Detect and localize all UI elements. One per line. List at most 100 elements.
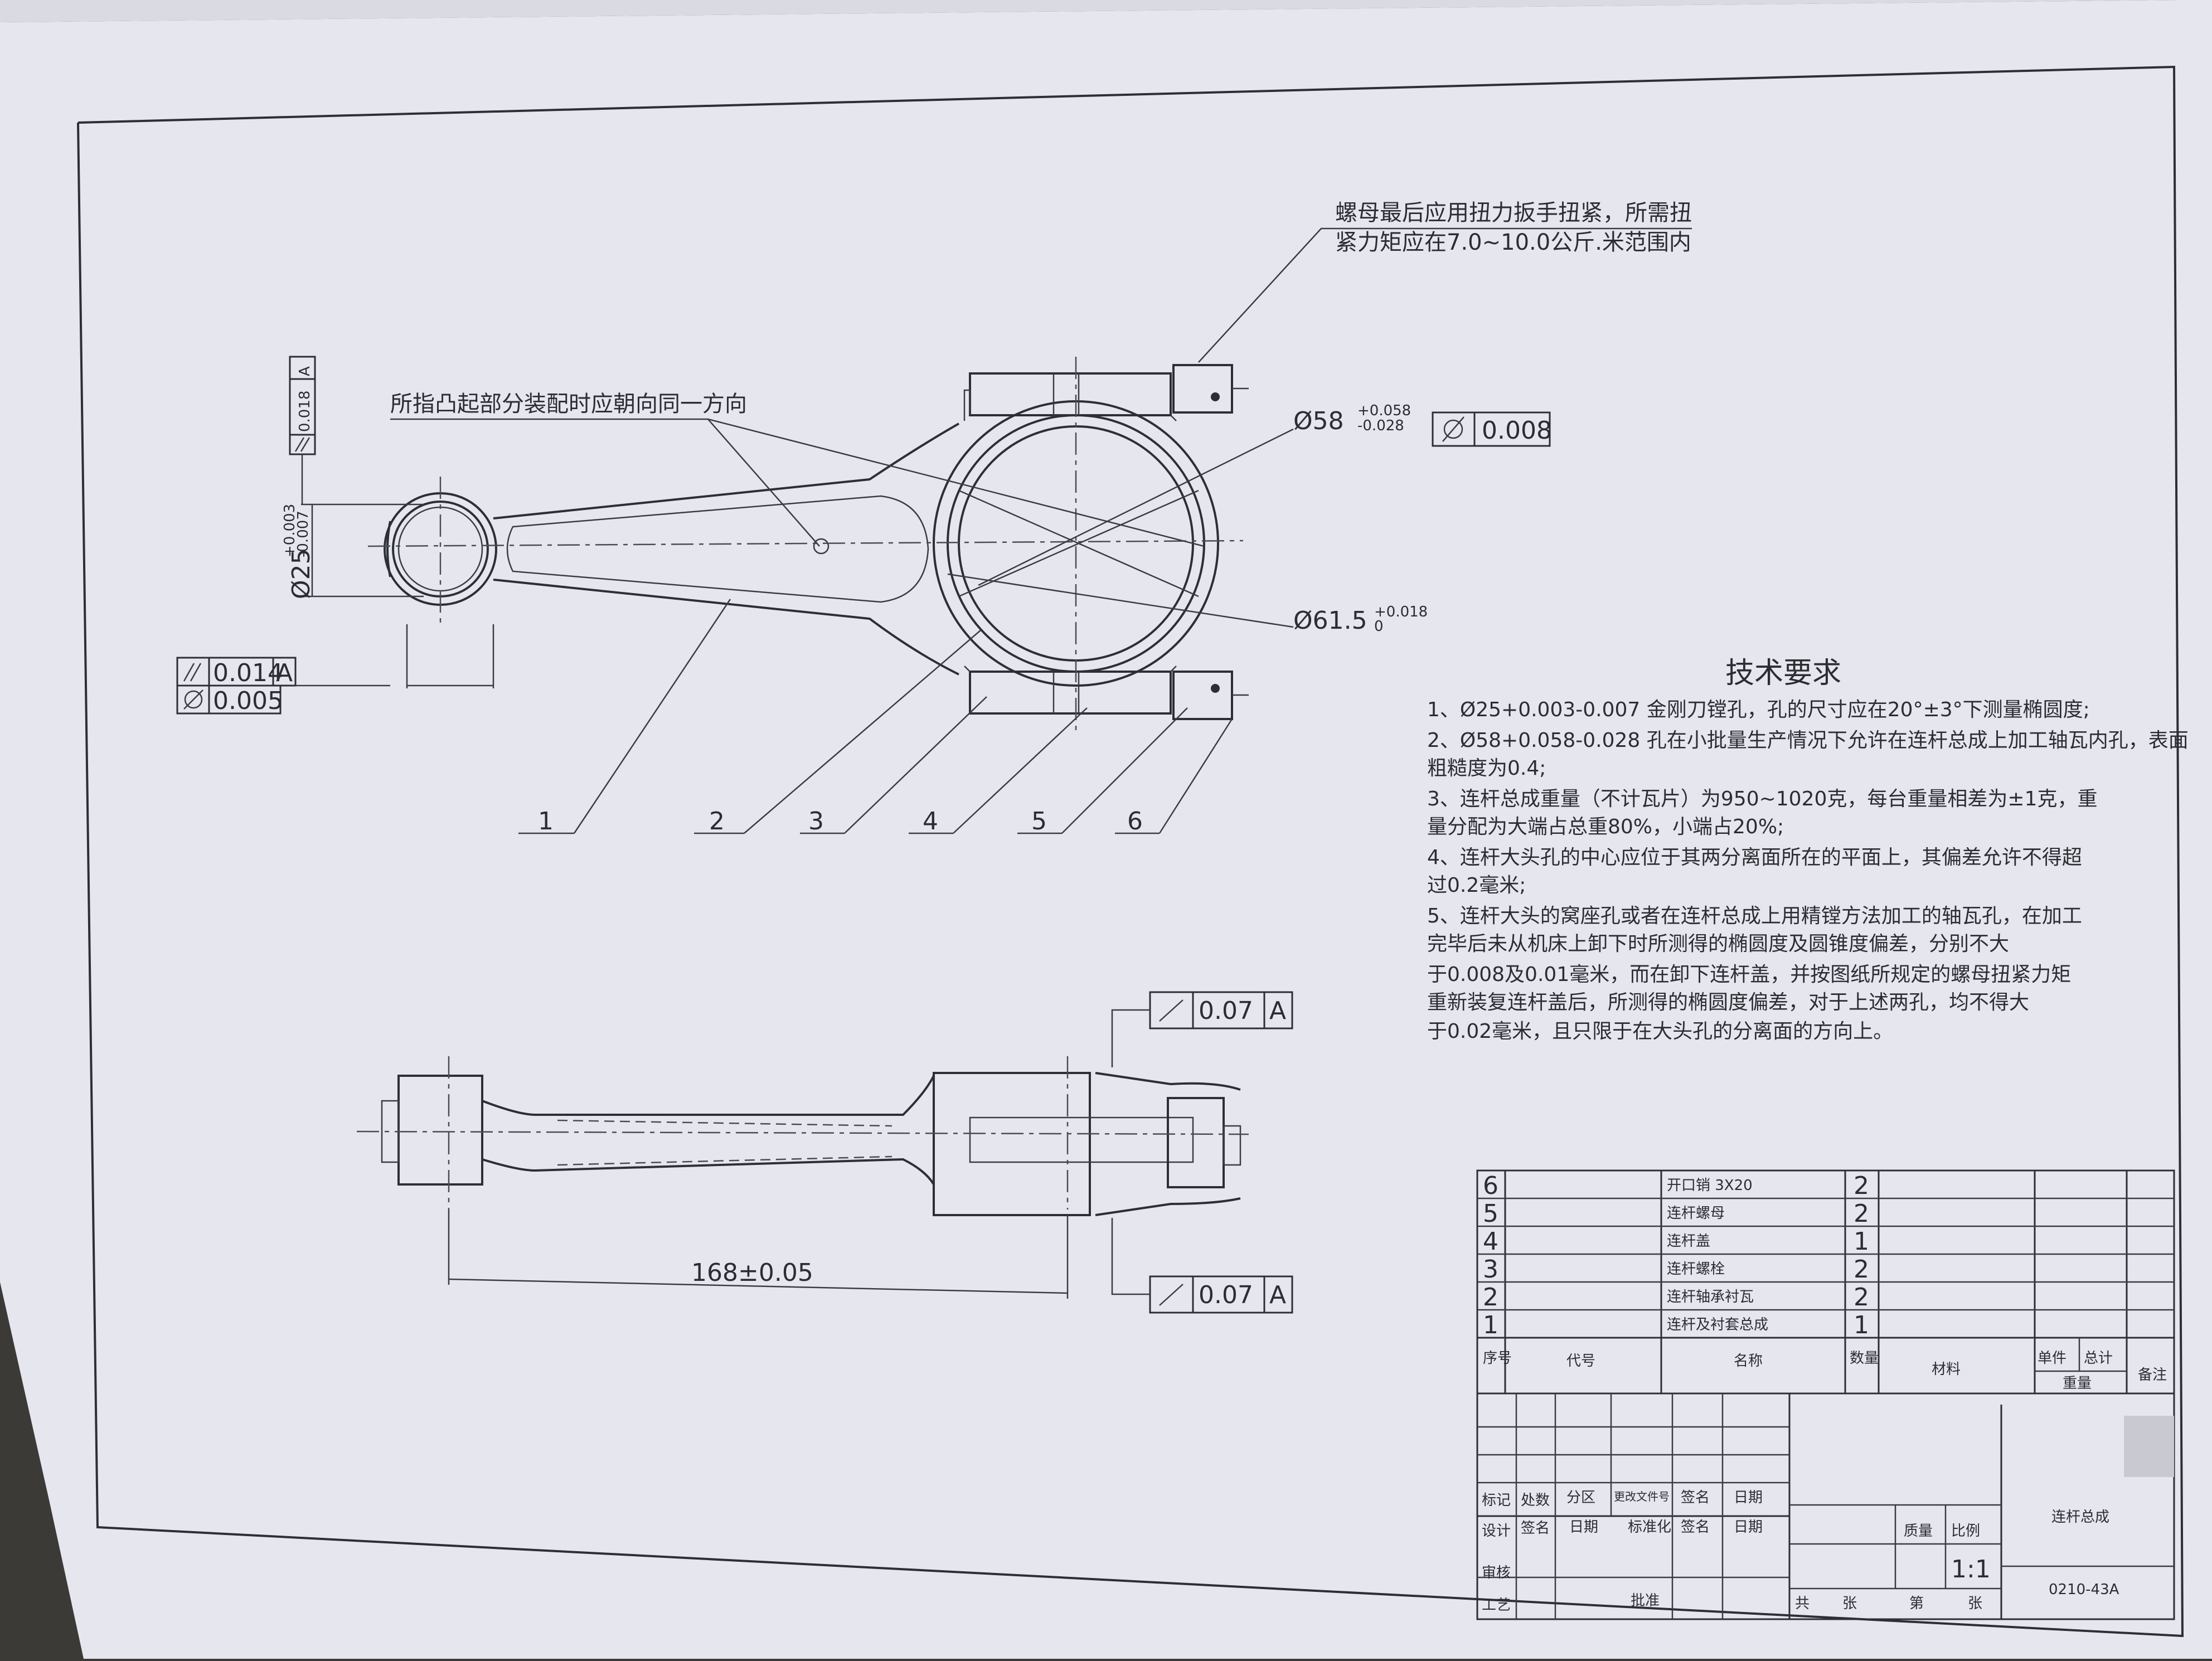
side-shank-bottom (482, 1158, 935, 1186)
svg-text:-0.007: -0.007 (295, 511, 312, 557)
balloon-1: 1 (538, 807, 554, 836)
svg-text:1:1: 1:1 (1951, 1555, 1991, 1584)
shank-bottom-edge (493, 579, 959, 676)
cylindricity-frame-big: 0.008 (1432, 411, 1552, 447)
outer-bore-dimension: Ø61.5 +0.018 0 (1293, 604, 1428, 635)
requirement-line: 重新装复连杆盖后，所测得的椭圆度偏差，对于上述两孔，均不得大 (1427, 991, 2029, 1014)
svg-text:名称: 名称 (1734, 1353, 1763, 1369)
svg-text:6: 6 (1483, 1172, 1498, 1200)
side-view (356, 1056, 1249, 1216)
svg-text:连杆螺栓: 连杆螺栓 (1667, 1261, 1725, 1278)
shank-web (506, 495, 929, 603)
svg-text:比例: 比例 (1951, 1523, 1980, 1539)
balloon-6: 6 (1127, 807, 1143, 836)
svg-text:2: 2 (1854, 1283, 1869, 1312)
oil-hole (813, 538, 830, 555)
svg-text:开口销 3X20: 开口销 3X20 (1667, 1177, 1753, 1194)
torque-leader (1198, 227, 1692, 363)
balloon-3: 3 (808, 807, 824, 836)
side-centerline (356, 1130, 1249, 1135)
center-distance: 168±0.05 (691, 1259, 813, 1287)
svg-text:3: 3 (1483, 1255, 1498, 1284)
svg-text:设计: 设计 (1482, 1523, 1511, 1539)
svg-text:+0.003: +0.003 (282, 504, 298, 557)
svg-text:张: 张 (1842, 1595, 1857, 1612)
svg-text:分区: 分区 (1566, 1489, 1595, 1506)
svg-text:2: 2 (1854, 1255, 1869, 1284)
requirements-list: 1、Ø25+0.003-0.007 金刚刀镗孔，孔的尺寸应在20°±3°下测量椭… (1427, 698, 2189, 1043)
protrusion-note: 所指凸起部分装配时应朝向同一方向 (390, 391, 747, 417)
svg-text:1: 1 (1854, 1227, 1869, 1256)
svg-text:数量: 数量 (1850, 1350, 1879, 1367)
top-cotter-pin (1211, 392, 1220, 401)
requirement-line: 量分配为大端占总重80%，小端占20%; (1427, 815, 1784, 838)
svg-text:日期: 日期 (1734, 1489, 1763, 1506)
svg-text:1: 1 (1854, 1311, 1869, 1339)
svg-text:序号: 序号 (1483, 1350, 1512, 1367)
balloon-5: 5 (1031, 807, 1047, 836)
svg-text:Ø58: Ø58 (1293, 407, 1344, 435)
title-block: 标记 处数 分区 更改文件号 签名 日期 设计 签名 日期 标准化 签名 日期 … (1476, 1392, 2175, 1620)
svg-text:代号: 代号 (1566, 1353, 1595, 1369)
svg-text:签名: 签名 (1521, 1520, 1550, 1537)
svg-text:1: 1 (1483, 1311, 1498, 1339)
svg-text:总计: 总计 (2084, 1350, 2113, 1367)
fcf-small-end: 0.014 A 0.005 (176, 624, 494, 715)
bottom-boss (969, 671, 1172, 715)
svg-text:连杆盖: 连杆盖 (1667, 1233, 1710, 1250)
svg-text:Ø25: Ø25 (287, 548, 316, 599)
requirement-line: 1、Ø25+0.003-0.007 金刚刀镗孔，孔的尺寸应在20°±3°下测量椭… (1427, 698, 2090, 721)
requirement-line: 4、连杆大头孔的中心应位于其两分离面所在的平面上，其偏差允许不得超 (1427, 846, 2082, 869)
svg-text:连杆螺母: 连杆螺母 (1667, 1205, 1725, 1222)
svg-text:0.07: 0.07 (1199, 1281, 1253, 1309)
paper-top-fold (0, 0, 2180, 22)
svg-text:0.07: 0.07 (1199, 997, 1253, 1025)
svg-text:+0.018: +0.018 (1374, 604, 1428, 620)
svg-text:0: 0 (1374, 618, 1384, 635)
svg-text:日期: 日期 (1569, 1519, 1598, 1536)
side-big-end (933, 1072, 1091, 1216)
svg-text:-0.028: -0.028 (1357, 417, 1404, 434)
svg-text:A: A (276, 659, 293, 687)
svg-text:A: A (297, 366, 313, 376)
svg-text:连杆及衬套总成: 连杆及衬套总成 (1667, 1317, 1768, 1333)
runout-frame-top: 0.07 A (1111, 991, 1293, 1067)
svg-text:标记: 标记 (1482, 1492, 1511, 1509)
requirement-line: 于0.008及0.01毫米，而在卸下连杆盖，并按图纸所规定的螺母扭紧力矩 (1427, 963, 2071, 986)
svg-text:处数: 处数 (1521, 1492, 1550, 1509)
balloon-4: 4 (923, 807, 938, 836)
svg-text:材料: 材料 (1932, 1361, 1961, 1378)
requirement-line: 于0.02毫米，且只限于在大头孔的分离面的方向上。 (1427, 1020, 1893, 1043)
svg-text:审核: 审核 (1482, 1565, 1511, 1581)
parallelism-frame-vertical: 0.018 A (289, 356, 316, 504)
svg-text:5: 5 (1483, 1199, 1498, 1228)
blurred-mark (2124, 1416, 2174, 1477)
svg-text:0.005: 0.005 (213, 687, 283, 715)
requirement-line: 粗糙度为0.4; (1427, 757, 1546, 780)
balloon-2: 2 (709, 807, 725, 836)
svg-text:重量: 重量 (2063, 1375, 2092, 1392)
svg-text:A: A (1269, 1281, 1286, 1309)
svg-text:质量: 质量 (1904, 1523, 1933, 1539)
side-shank-top (482, 1075, 935, 1116)
svg-text:单件: 单件 (2038, 1350, 2067, 1367)
svg-text:张: 张 (1968, 1595, 1982, 1612)
shank-top-edge (493, 422, 959, 519)
bottom-cotter-pin (1211, 684, 1220, 693)
svg-text:签名: 签名 (1681, 1489, 1710, 1506)
requirement-line: 2、Ø58+0.058-0.028 孔在小批量生产情况下允许在连杆总成上加工轴瓦… (1427, 729, 2189, 752)
svg-text:4: 4 (1483, 1227, 1498, 1256)
svg-text:第: 第 (1909, 1595, 1924, 1612)
svg-text:0.008: 0.008 (1482, 416, 1552, 445)
svg-text:签名: 签名 (1681, 1519, 1710, 1536)
big-bore-dimension: Ø58 +0.058 -0.028 (1293, 402, 1411, 435)
svg-text:Ø61.5: Ø61.5 (1293, 606, 1367, 635)
drawing-border (77, 65, 2184, 1638)
svg-text:备注: 备注 (2138, 1367, 2167, 1383)
svg-text:标准化: 标准化 (1628, 1519, 1671, 1536)
small-bore-dimension: Ø25 +0.003 -0.007 (282, 504, 316, 599)
runout-frame-bottom: 0.07 A (1111, 1218, 1293, 1314)
protrusion-leader-2 (707, 418, 1205, 547)
